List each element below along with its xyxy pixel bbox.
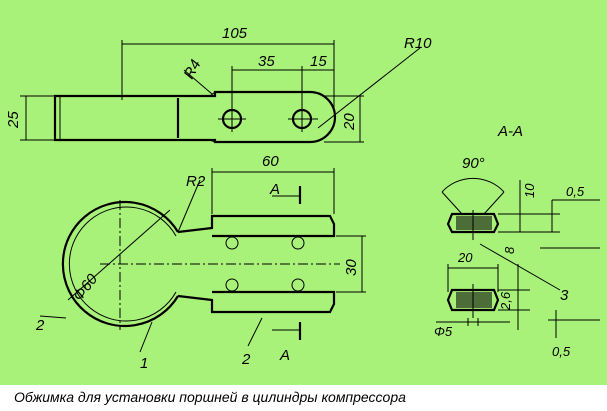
section-dim-05-top: 0,5 xyxy=(566,184,585,199)
dim-15: 15 xyxy=(310,53,327,70)
dim-25: 25 xyxy=(5,111,22,129)
section-dim-2-6: 2,6 xyxy=(498,291,513,311)
caption-bar: Обжимка для установки поршней в цилиндры… xyxy=(0,385,607,411)
figure-caption: Обжимка для установки поршней в цилиндры… xyxy=(14,389,406,405)
section-dim-20: 20 xyxy=(457,250,473,265)
drawing-background xyxy=(0,0,607,385)
dim-35: 35 xyxy=(258,53,275,70)
dim-60: 60 xyxy=(262,153,279,170)
section-dim-8: 8 xyxy=(502,246,517,254)
technical-drawing: 105 35 15 R10 R4 25 20 60 R2 30 Φ60 2 А … xyxy=(0,0,607,385)
top-view xyxy=(20,40,421,144)
section-dim-phi5: Φ5 xyxy=(434,324,453,339)
cut-label-a-top: А xyxy=(269,181,280,198)
part-number-2: 2 xyxy=(241,351,251,368)
section-dim-05-bottom: 0,5 xyxy=(552,344,571,359)
dim-r2: R2 xyxy=(186,173,206,190)
section-title: А-А xyxy=(497,123,523,140)
dim-r10: R10 xyxy=(404,35,432,52)
dim-105: 105 xyxy=(222,25,248,42)
section-dim-10: 10 xyxy=(522,183,537,198)
dim-20: 20 xyxy=(341,113,358,131)
part-number-1: 1 xyxy=(140,355,148,372)
section-dim-3: 3 xyxy=(560,287,569,304)
dim-30: 30 xyxy=(343,259,360,276)
section-angle: 90° xyxy=(462,155,485,172)
front-view xyxy=(39,168,366,353)
section-a-a xyxy=(436,177,600,338)
cut-label-a-bottom: А xyxy=(279,347,290,364)
dim-thickness-2: 2 xyxy=(35,317,45,334)
